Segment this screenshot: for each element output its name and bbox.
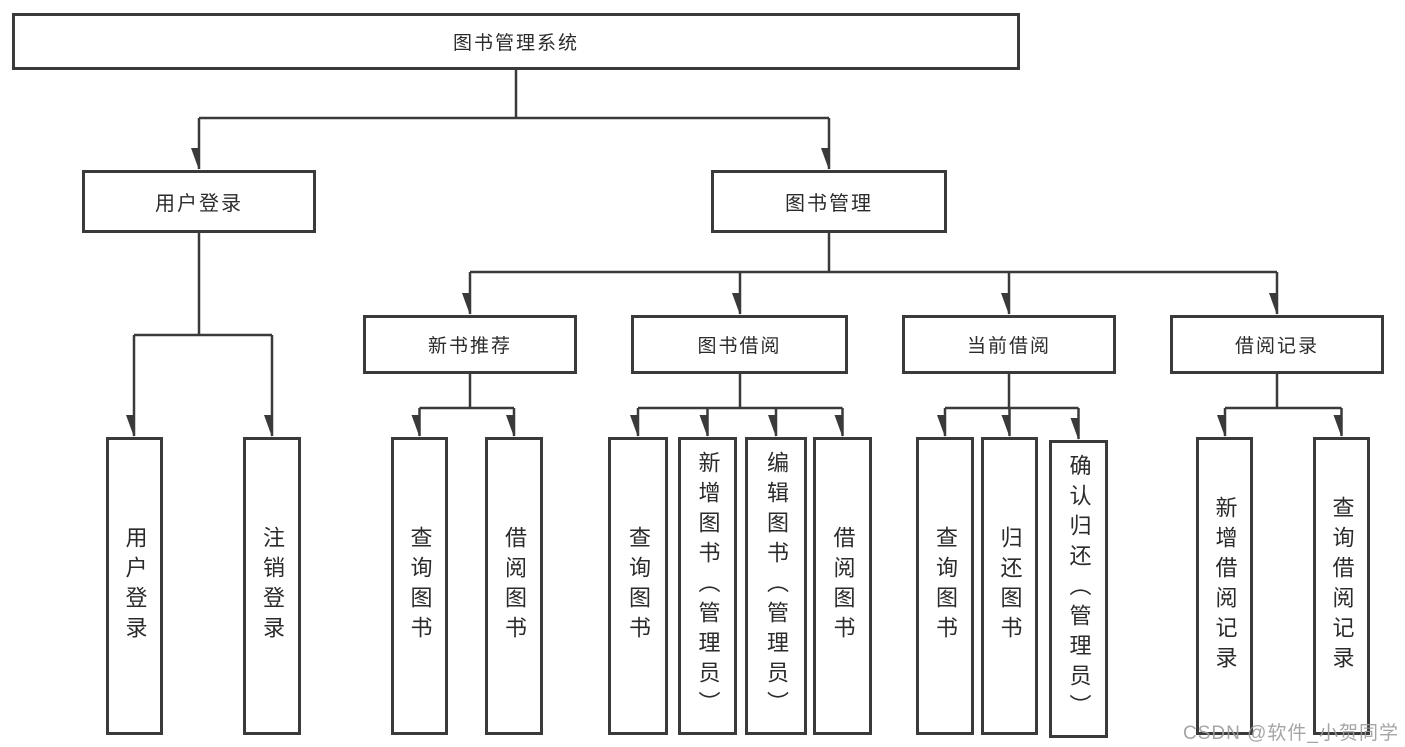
leaf-label: 注销登录 [260,526,285,646]
leaf-label: 借阅图书 [830,526,856,646]
connector-records-to-leaves [1225,373,1343,436]
connector-borrow-to-leaves [638,373,844,436]
node-user-login-module: 用户登录 [82,170,316,233]
leaf-query-books: 查询图书 [391,437,448,735]
node-new-book-recommend: 新书推荐 [363,315,577,374]
node-borrow-records: 借阅记录 [1170,315,1384,374]
leaf-borrow-books: 借阅图书 [485,437,543,735]
leaf-add-books-admin: 新增图书（管理员） [678,437,737,735]
leaf-borrow-books: 借阅图书 [813,437,872,735]
leaf-label: 确认归还（管理员） [1066,454,1092,724]
node-current-borrowing: 当前借阅 [902,315,1116,374]
leaf-label: 新增借阅记录 [1212,496,1238,676]
node-label: 图书借阅 [697,336,782,357]
leaf-label: 编辑图书（管理员） [764,451,789,721]
leaf-label: 查询图书 [407,526,433,646]
leaf-query-books: 查询图书 [608,437,668,735]
node-label: 图书管理 [785,193,873,215]
connector-mgmt-to-level3 [470,232,1279,314]
node-system-root: 图书管理系统 [12,13,1020,70]
node-label: 图书管理系统 [452,33,579,54]
csdn-watermark: CSDN @软件_小贺同学 [1183,723,1399,744]
connector-new-to-leaves [420,373,516,436]
connector-root-to-level2 [199,70,831,169]
node-label: 借阅记录 [1234,336,1319,357]
connector-login-to-leaves [134,232,274,436]
leaf-label: 查询图书 [933,526,958,646]
leaf-label: 用户登录 [122,526,148,646]
node-label: 新书推荐 [427,336,512,357]
node-label: 用户登录 [155,193,243,215]
leaf-user-logout: 注销登录 [243,437,301,735]
leaf-user-login: 用户登录 [106,437,163,735]
leaf-confirm-return-admin: 确认归还（管理员） [1049,440,1108,738]
leaf-label: 借阅图书 [502,526,527,646]
leaf-label: 查询借阅记录 [1329,496,1355,676]
leaf-label: 查询图书 [626,526,651,646]
leaf-label: 新增图书（管理员） [695,451,721,721]
leaf-query-books: 查询图书 [916,437,974,735]
node-book-management-module: 图书管理 [711,170,947,233]
leaf-query-borrow-record: 查询借阅记录 [1313,437,1370,735]
node-label: 当前借阅 [966,336,1051,357]
leaf-label: 归还图书 [997,526,1023,646]
leaf-edit-books-admin: 编辑图书（管理员） [745,437,807,735]
connector-current-to-leaves [945,373,1080,439]
leaf-add-borrow-record: 新增借阅记录 [1196,437,1253,735]
node-book-borrowing: 图书借阅 [631,315,848,374]
leaf-return-books: 归还图书 [981,437,1038,735]
